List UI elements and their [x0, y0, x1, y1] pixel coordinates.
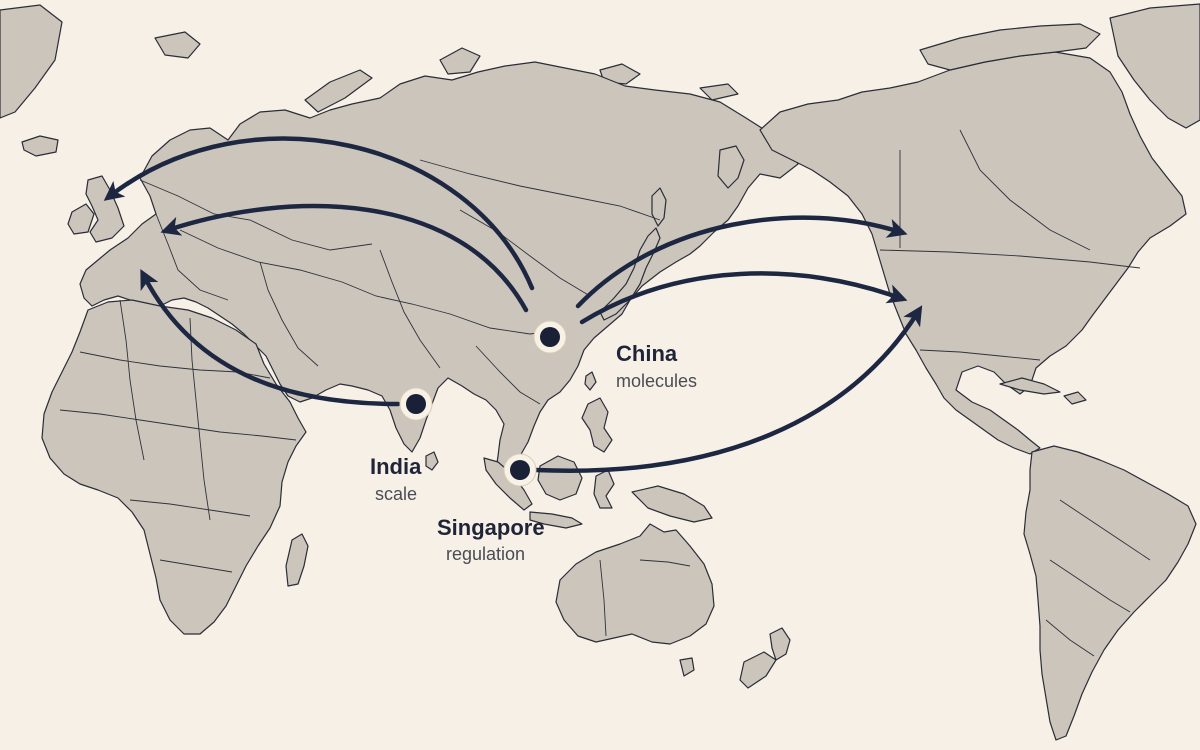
wrangel-island [699, 83, 739, 101]
arctic-archipelago [919, 23, 1101, 71]
hub-singapore[interactable]: Singapore regulation [437, 453, 545, 564]
africa [41, 299, 307, 635]
hub-singapore-name: Singapore [437, 515, 545, 540]
hub-china-dot[interactable] [540, 327, 560, 347]
hub-india-name: India [370, 454, 422, 479]
philippines [581, 397, 613, 453]
svalbard [154, 31, 201, 59]
cuba [999, 377, 1061, 395]
new-guinea [631, 485, 713, 523]
hub-china[interactable]: China molecules [533, 320, 697, 391]
new-zealand-south [739, 651, 777, 689]
hub-india[interactable]: India scale [370, 387, 433, 504]
australia [555, 523, 715, 645]
sakhalin [651, 187, 667, 227]
arrow-china-to-central-europe [160, 203, 529, 313]
kamchatka [717, 145, 745, 189]
flow-arrows [103, 136, 923, 473]
hub-india-descriptor: scale [375, 484, 417, 504]
eurasia [79, 61, 799, 477]
arrow-china-to-north-america-west [575, 215, 908, 309]
novaya-zemlya [304, 69, 373, 113]
arrow-china-to-united-states [579, 271, 908, 325]
arrow-singapore-to-united-states [533, 305, 923, 473]
arrow-china-to-uk [103, 136, 535, 291]
sri-lanka [425, 451, 439, 471]
south-america [1023, 445, 1197, 741]
hub-singapore-dot[interactable] [510, 460, 530, 480]
tasmania [679, 657, 695, 677]
hub-india-dot[interactable] [406, 394, 426, 414]
greenland-east [1109, 3, 1200, 129]
japan [599, 227, 661, 321]
taiwan [584, 371, 597, 391]
severnaya-zemlya [439, 47, 481, 75]
sulawesi [593, 469, 615, 509]
arrow-india-to-mediterranean [140, 268, 401, 407]
hub-china-descriptor: molecules [616, 371, 697, 391]
borneo [537, 455, 583, 501]
new-zealand-north [769, 627, 791, 661]
ireland [67, 203, 95, 235]
hub-china-name: China [616, 341, 678, 366]
java [529, 511, 583, 529]
hispaniola [1063, 391, 1087, 405]
hub-singapore-descriptor: regulation [446, 544, 525, 564]
madagascar [285, 533, 309, 587]
greenland [0, 4, 63, 119]
iceland [21, 135, 59, 157]
